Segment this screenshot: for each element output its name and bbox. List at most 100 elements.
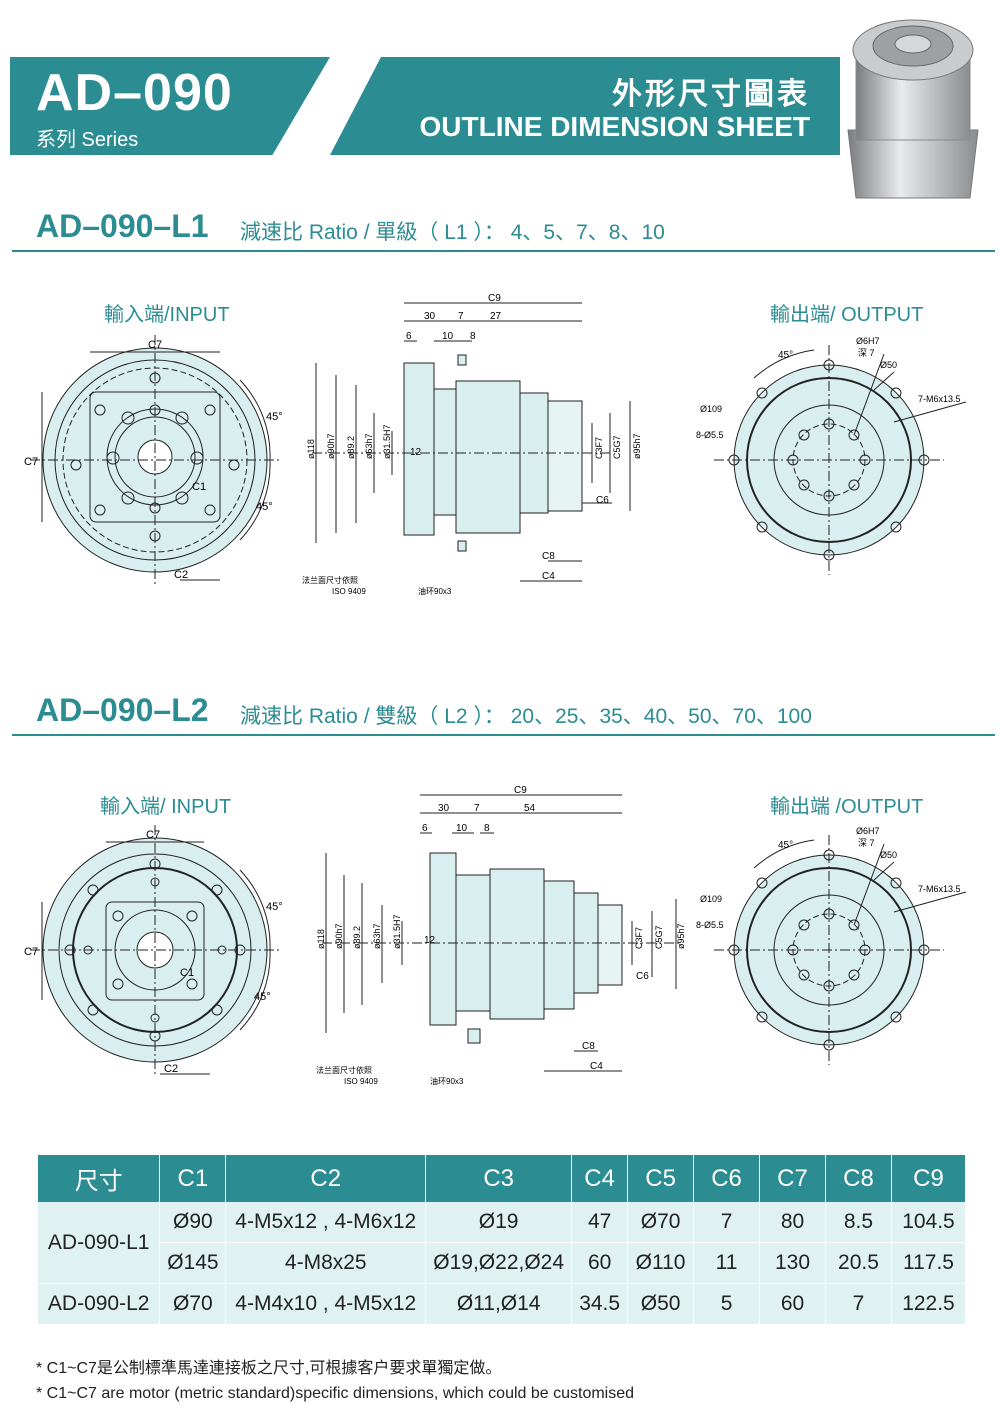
l1-output-label: 輸出端/ OUTPUT	[770, 304, 924, 326]
dim-dia95: ø95h7	[632, 433, 642, 459]
l2-dim-dia89: ø89.2	[352, 926, 362, 949]
model-title: AD–090	[36, 64, 233, 122]
l2-out-d109: Ø109	[700, 894, 722, 904]
table-cell: 80	[759, 1202, 826, 1243]
l2-dim-c4: C4	[590, 1061, 603, 1072]
header-banner-right: 外形尺寸圖表 OUTLINE DIMENSION SHEET	[330, 57, 840, 155]
l2-output-drawing: 45° Ø6H7 深 7 Ø50 Ø109 8-Ø5.5 7-M6x13.5	[696, 826, 967, 1065]
dim-dia63: ø63h7	[364, 433, 374, 459]
table-cell: Ø70	[627, 1202, 695, 1243]
l2-dim-c9: C9	[514, 785, 527, 796]
dim-c8: C8	[542, 551, 555, 562]
l2-dim-6: 6	[422, 823, 428, 834]
dim-10: 10	[442, 331, 454, 342]
note-en: * C1~C7 are motor (metric standard)speci…	[36, 1385, 635, 1402]
header-c6: C6	[693, 1155, 761, 1202]
table-cell: 8.5	[825, 1202, 892, 1243]
out-d50: Ø50	[880, 360, 897, 370]
l2-out-angle: 45°	[778, 840, 793, 851]
header-c7: C7	[759, 1155, 826, 1202]
l2-dim-dia31: ø31.5H7	[392, 914, 402, 949]
dim-dia31: ø31.5H7	[382, 424, 392, 459]
table-cell: 47	[571, 1202, 629, 1243]
table-cell: 60	[571, 1242, 629, 1284]
sheet-title-cn: 外形尺寸圖表	[612, 78, 810, 111]
table-cell: 4-M5x12 , 4-M6x12	[225, 1202, 427, 1243]
l1-output-drawing: 45° Ø6H7 深 7 Ø50 Ø109 8-Ø5.5 7-M6x13.5	[696, 336, 967, 575]
dim-c6: C6	[596, 495, 609, 506]
flange-note: 法兰面尺寸依照	[302, 575, 358, 585]
dim-12: 12	[410, 447, 422, 458]
l2-dim-c7-side: C7	[24, 946, 38, 958]
table-cell: 4-M4x10 , 4-M5x12	[225, 1283, 427, 1325]
l1-input-drawing: C7 C7 45° 45° C1 C2	[24, 335, 283, 585]
l2-dim-30: 30	[438, 803, 450, 814]
table-cell: 5	[693, 1283, 761, 1325]
l2-dim-angle-1: 45°	[266, 901, 283, 913]
series-label: 系列 Series	[36, 129, 139, 151]
table-cell: Ø11,Ø14	[425, 1283, 573, 1325]
out-deep7: 深 7	[858, 348, 875, 358]
section-l1-header: AD–090–L1 減速比 Ratio / 單級（ L1 ）： 4、5、7、8、…	[12, 204, 995, 252]
table-cell: Ø110	[627, 1242, 695, 1284]
l2-dim-8: 8	[484, 823, 490, 834]
out-angle: 45°	[778, 350, 793, 361]
table-cell: 122.5	[891, 1283, 967, 1325]
table-cell: 4-M8x25	[225, 1242, 427, 1284]
model-cell-l1: AD-090-L1	[38, 1202, 161, 1284]
header-c4: C4	[571, 1155, 629, 1202]
dim-dia118: ø118	[306, 439, 316, 459]
l2-dim-angle-2: 45°	[254, 991, 271, 1003]
sheet-title-en: OUTLINE DIMENSION SHEET	[419, 111, 810, 142]
dim-7: 7	[458, 311, 464, 322]
dim-c5: C5G7	[612, 435, 622, 459]
table-cell: Ø19,Ø22,Ø24	[425, 1242, 573, 1284]
section-l2-code: AD–090–L2	[36, 692, 209, 728]
l2-dim-c3: C3F7	[634, 927, 644, 949]
table-cell: Ø145	[159, 1242, 227, 1284]
dim-dia90: ø90h7	[326, 433, 336, 459]
model-cell-l2: AD-090-L2	[38, 1283, 161, 1325]
table-row: AD-090-L1 Ø90 4-M5x12 , 4-M6x12 Ø19 47 Ø…	[38, 1202, 967, 1284]
l2-dim-12: 12	[424, 935, 436, 946]
header-banner-left: AD–090 系列 Series	[10, 57, 330, 155]
l2-dim-dia90: ø90h7	[334, 923, 344, 949]
dim-c2: C2	[174, 569, 188, 581]
l2-dim-10: 10	[456, 823, 468, 834]
l2-iso-note: ISO 9409	[344, 1077, 378, 1086]
table-cell: 7	[825, 1283, 892, 1325]
dim-c7-side: C7	[24, 456, 38, 468]
l2-dim-c7-top: C7	[146, 829, 160, 841]
iso-note: ISO 9409	[332, 587, 366, 596]
dim-27: 27	[490, 311, 502, 322]
gearbox-product-photo	[847, 19, 979, 199]
l2-output-label: 輸出端 /OUTPUT	[770, 796, 924, 818]
table-cell: 60	[759, 1283, 826, 1325]
table-cell: 117.5	[891, 1242, 967, 1284]
table-row: Ø145 4-M8x25 Ø19,Ø22,Ø24 60 Ø110 11 130 …	[38, 1242, 967, 1284]
dim-dia89: ø89.2	[346, 436, 356, 459]
dim-angle-2: 45°	[256, 501, 273, 513]
out-holes: 8-Ø5.5	[696, 430, 724, 440]
l2-dim-dia63: ø63h7	[372, 923, 382, 949]
dim-8: 8	[470, 331, 476, 342]
dim-angle-1: 45°	[266, 411, 283, 423]
table-cell: Ø50	[627, 1283, 695, 1325]
table-cell: 7	[693, 1202, 761, 1243]
dimension-table: 尺寸 C1 C2 C3 C4 C5 C6 C7 C8 C9 AD-090-L1 …	[38, 1155, 967, 1325]
note-cn: * C1~C7是公制標準馬達連接板之尺寸,可根據客户要求單獨定做。	[36, 1360, 502, 1377]
dim-6: 6	[406, 331, 412, 342]
l2-input-label: 輸入端/ INPUT	[100, 796, 232, 818]
section-l2-header: AD–090–L2 減速比 Ratio / 雙級（ L2 ）： 20、25、35…	[12, 688, 995, 736]
table-cell: Ø70	[159, 1283, 227, 1325]
l2-oring-note: 油环90x3	[430, 1076, 464, 1086]
table-cell: 20.5	[825, 1242, 892, 1284]
l1-side-drawing: C9 30 7 27 6 10 8 ø118 ø90h7 ø89.2 ø63h7…	[302, 293, 642, 596]
table-cell: 34.5	[571, 1283, 629, 1325]
dim-c3: C3F7	[594, 437, 604, 459]
out-thread: 7-M6x13.5	[918, 394, 961, 404]
header-c1: C1	[159, 1155, 227, 1202]
dim-c1: C1	[192, 481, 206, 493]
out-d109: Ø109	[700, 404, 722, 414]
l2-dim-dia118: ø118	[316, 929, 326, 949]
